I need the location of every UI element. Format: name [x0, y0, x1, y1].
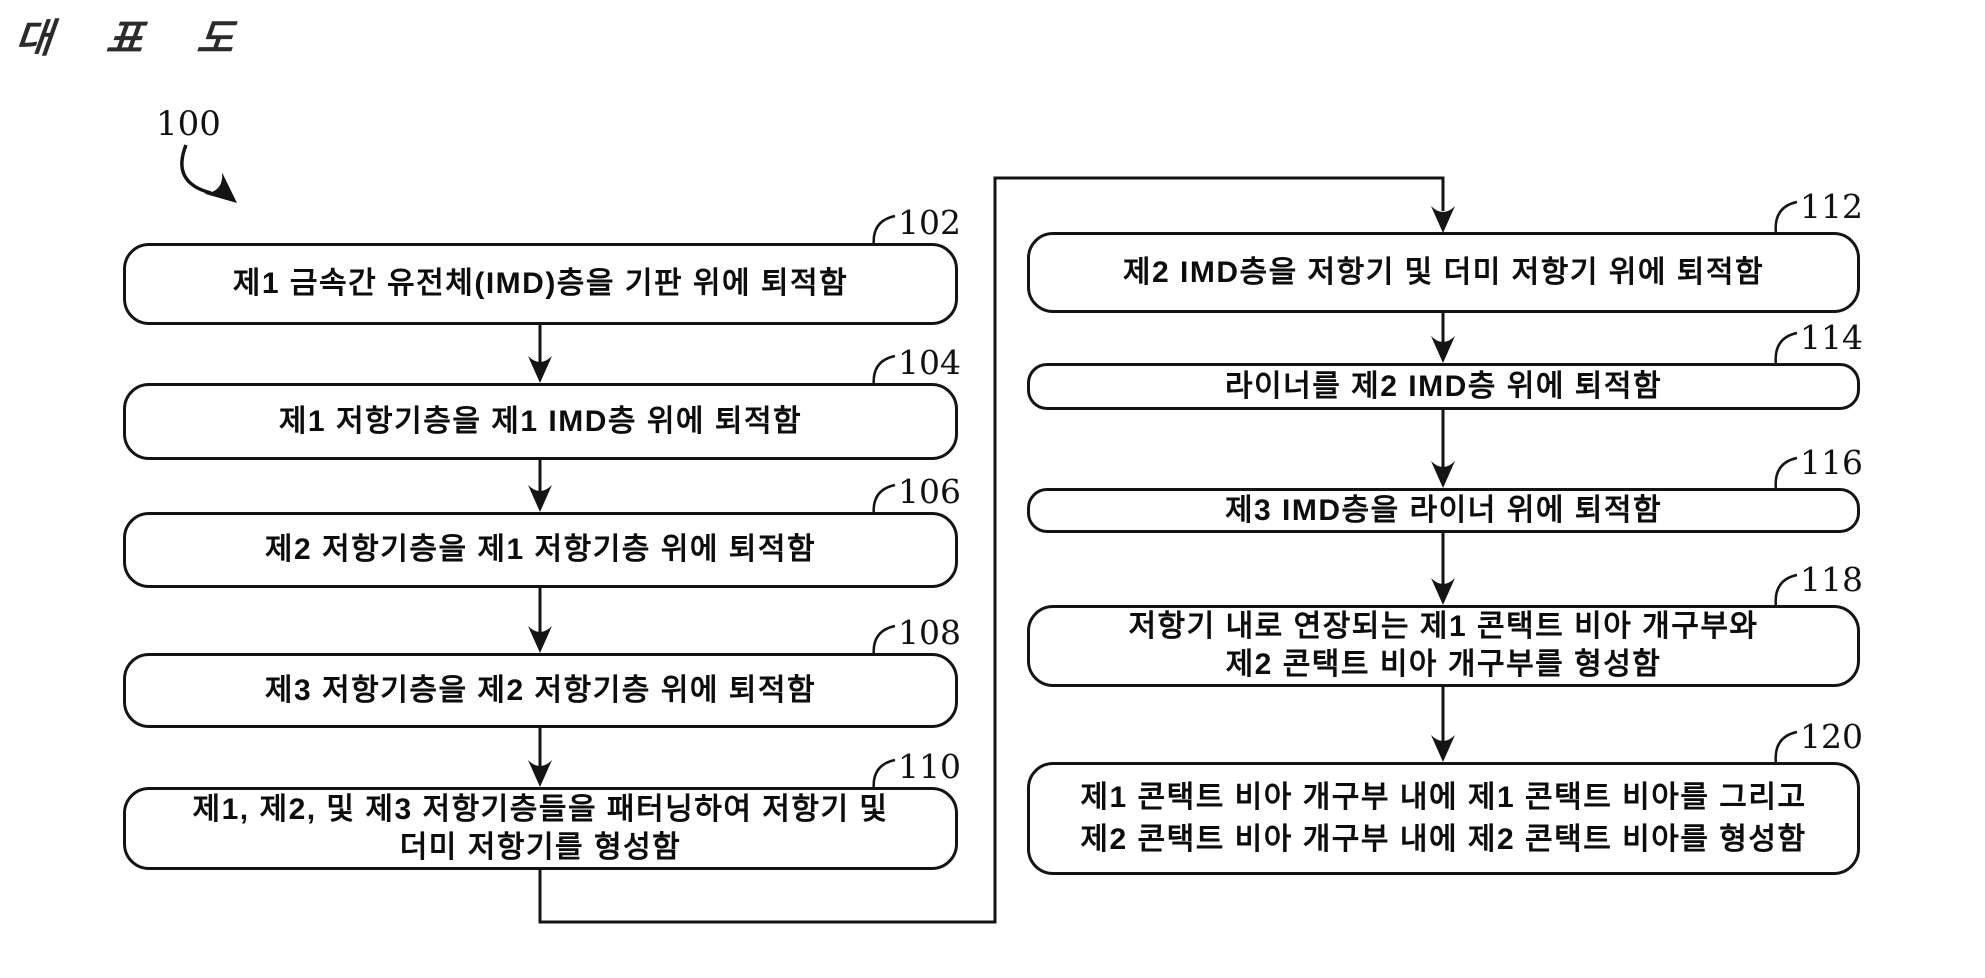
- leader-118: [1774, 573, 1798, 608]
- leader-108: [872, 624, 896, 658]
- step-text: 더미 저항기를 형성함: [399, 830, 682, 864]
- leader-112: [1774, 200, 1798, 235]
- flow-step-112: 제2 IMD층을 저항기 및 더미 저항기 위에 퇴적함: [1027, 232, 1860, 313]
- leader-110: [872, 758, 896, 792]
- flow-step-102: 제1 금속간 유전체(IMD)층을 기판 위에 퇴적함: [123, 243, 958, 325]
- flow-step-104: 제1 저항기층을 제1 IMD층 위에 퇴적함: [123, 383, 958, 460]
- step-text: 제3 저항기층을 제2 저항기층 위에 퇴적함: [264, 673, 817, 707]
- connector-110-112: [538, 176, 1445, 924]
- ref-leaders: [872, 200, 1798, 792]
- step-text: 제3 IMD층을 라이너 위에 퇴적함: [1224, 493, 1663, 527]
- flow-step-120: 제1 콘택트 비아 개구부 내에 제1 콘택트 비아를 그리고 제2 콘택트 비…: [1027, 762, 1860, 875]
- ref-label-112: 112: [1800, 187, 1863, 226]
- step-text: 저항기 내로 연장되는 제1 콘택트 비아 개구부와: [1128, 610, 1759, 643]
- step-text: 제2 콘택트 비아 개구부 내에 제2 콘택트 비아를 형성함: [1080, 822, 1807, 856]
- step-text: 제1 저항기층을 제1 IMD층 위에 퇴적함: [278, 404, 803, 438]
- ref-label-110: 110: [898, 747, 961, 786]
- step-text: 라이너를 제2 IMD층 위에 퇴적함: [1224, 369, 1663, 403]
- flow-step-110: 제1, 제2, 및 제3 저항기층들을 패터닝하여 저항기 및 더미 저항기를 …: [123, 787, 958, 870]
- ref-label-118: 118: [1800, 560, 1863, 599]
- leader-104: [872, 354, 896, 388]
- step-text: 제2 IMD층을 저항기 및 더미 저항기 위에 퇴적함: [1122, 255, 1765, 289]
- step-text: 제2 저항기층을 제1 저항기층 위에 퇴적함: [264, 533, 817, 566]
- flow-step-118: 저항기 내로 연장되는 제1 콘택트 비아 개구부와 제2 콘택트 비아 개구부…: [1027, 605, 1860, 687]
- step-text: 제1 콘택트 비아 개구부 내에 제1 콘택트 비아를 그리고: [1080, 780, 1807, 814]
- root-ref-label: 100: [156, 104, 221, 144]
- step-text: 제1 금속간 유전체(IMD)층을 기판 위에 퇴적함: [232, 267, 849, 300]
- ref-label-114: 114: [1800, 318, 1863, 357]
- root-pointer-arrow: [180, 144, 246, 214]
- step-text: 제1, 제2, 및 제3 저항기층들을 패터닝하여 저항기 및: [192, 792, 889, 826]
- step-text: 제2 콘택트 비아 개구부를 형성함: [1225, 648, 1662, 681]
- ref-label-108: 108: [898, 613, 961, 652]
- leader-114: [1774, 331, 1798, 366]
- flow-step-108: 제3 저항기층을 제2 저항기층 위에 퇴적함: [123, 653, 958, 728]
- step-arrows: [538, 176, 1445, 924]
- leader-106: [872, 483, 896, 517]
- ref-label-116: 116: [1800, 443, 1863, 482]
- leader-120: [1774, 730, 1798, 765]
- flow-step-114: 라이너를 제2 IMD층 위에 퇴적함: [1027, 363, 1860, 410]
- ref-label-120: 120: [1800, 717, 1863, 756]
- figure-caption: 대 표 도: [13, 15, 257, 62]
- flow-step-106: 제2 저항기층을 제1 저항기층 위에 퇴적함: [123, 512, 958, 588]
- ref-label-102: 102: [898, 203, 961, 242]
- ref-label-104: 104: [898, 343, 961, 382]
- leader-102: [872, 214, 896, 248]
- ref-label-106: 106: [898, 472, 961, 511]
- flow-step-116: 제3 IMD층을 라이너 위에 퇴적함: [1027, 488, 1860, 533]
- leader-116: [1774, 456, 1798, 491]
